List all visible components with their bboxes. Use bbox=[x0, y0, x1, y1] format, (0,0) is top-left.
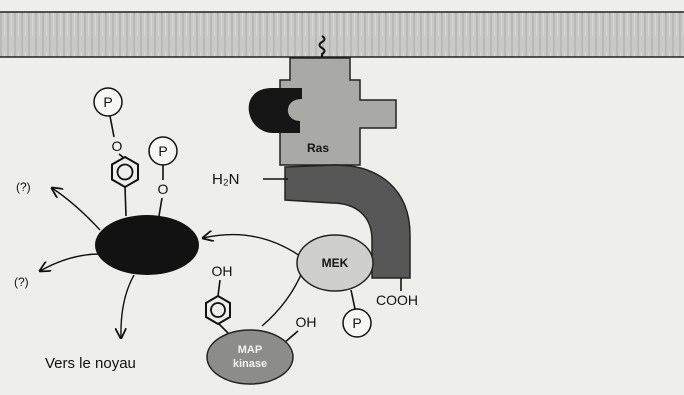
mek-label: MEK bbox=[322, 256, 349, 270]
ras-label: Ras bbox=[307, 141, 329, 155]
aromatic-ring-1-connector bbox=[124, 186, 127, 217]
phosphate-label-2: P bbox=[158, 143, 167, 159]
oxygen-label-1: O bbox=[112, 138, 123, 154]
mek-to-target-arrow bbox=[203, 235, 301, 257]
phosphate-circle-1 bbox=[93, 87, 123, 117]
phosphate-label-1: P bbox=[103, 94, 112, 110]
nucleus-arrow bbox=[121, 274, 135, 338]
h2n-label: H₂N bbox=[212, 171, 240, 188]
mek-phosphate-label: P bbox=[352, 315, 361, 331]
map-kinase-label-line-1: MAP bbox=[238, 344, 262, 356]
mek-protein bbox=[296, 234, 374, 292]
unknown-target-label-2: (?) bbox=[14, 275, 29, 289]
hydroxyl-1-connector bbox=[217, 279, 221, 297]
aromatic-ring-1 bbox=[111, 155, 139, 189]
ras-bound-ligand bbox=[248, 88, 302, 133]
oxygen-2-connector bbox=[158, 197, 163, 217]
aromatic-ring-2-inner bbox=[210, 302, 226, 318]
hydroxyl-2-connector bbox=[283, 330, 299, 344]
nucleus-destination-label: Vers le noyau bbox=[45, 355, 136, 372]
ras-anchor-squiggle bbox=[318, 35, 326, 58]
unknown-target-arrow-1 bbox=[52, 188, 101, 231]
phosphate-1-connector bbox=[109, 115, 115, 138]
map-kinase-label-line-2: kinase bbox=[233, 358, 267, 370]
unknown-target-arrow-2 bbox=[40, 253, 101, 271]
ras-protein bbox=[279, 57, 397, 166]
curved-kinase-band bbox=[284, 164, 411, 279]
target-protein bbox=[95, 215, 199, 275]
membrane-band bbox=[0, 12, 684, 57]
map-kinase-protein bbox=[206, 329, 294, 385]
hydroxyl-label-2: OH bbox=[296, 314, 317, 330]
unknown-target-label-1: (?) bbox=[16, 180, 31, 194]
mek-phosphate-connector bbox=[350, 289, 356, 310]
aromatic-ring-1-inner bbox=[116, 163, 134, 181]
cooh-label: COOH bbox=[376, 292, 418, 308]
mek-phosphate-circle bbox=[342, 308, 372, 338]
aromatic-ring-2 bbox=[205, 294, 231, 326]
hydroxyl-label-1: OH bbox=[212, 263, 233, 279]
aromatic-ring-2-connector bbox=[218, 323, 229, 334]
oxygen-label-2: O bbox=[158, 181, 169, 197]
